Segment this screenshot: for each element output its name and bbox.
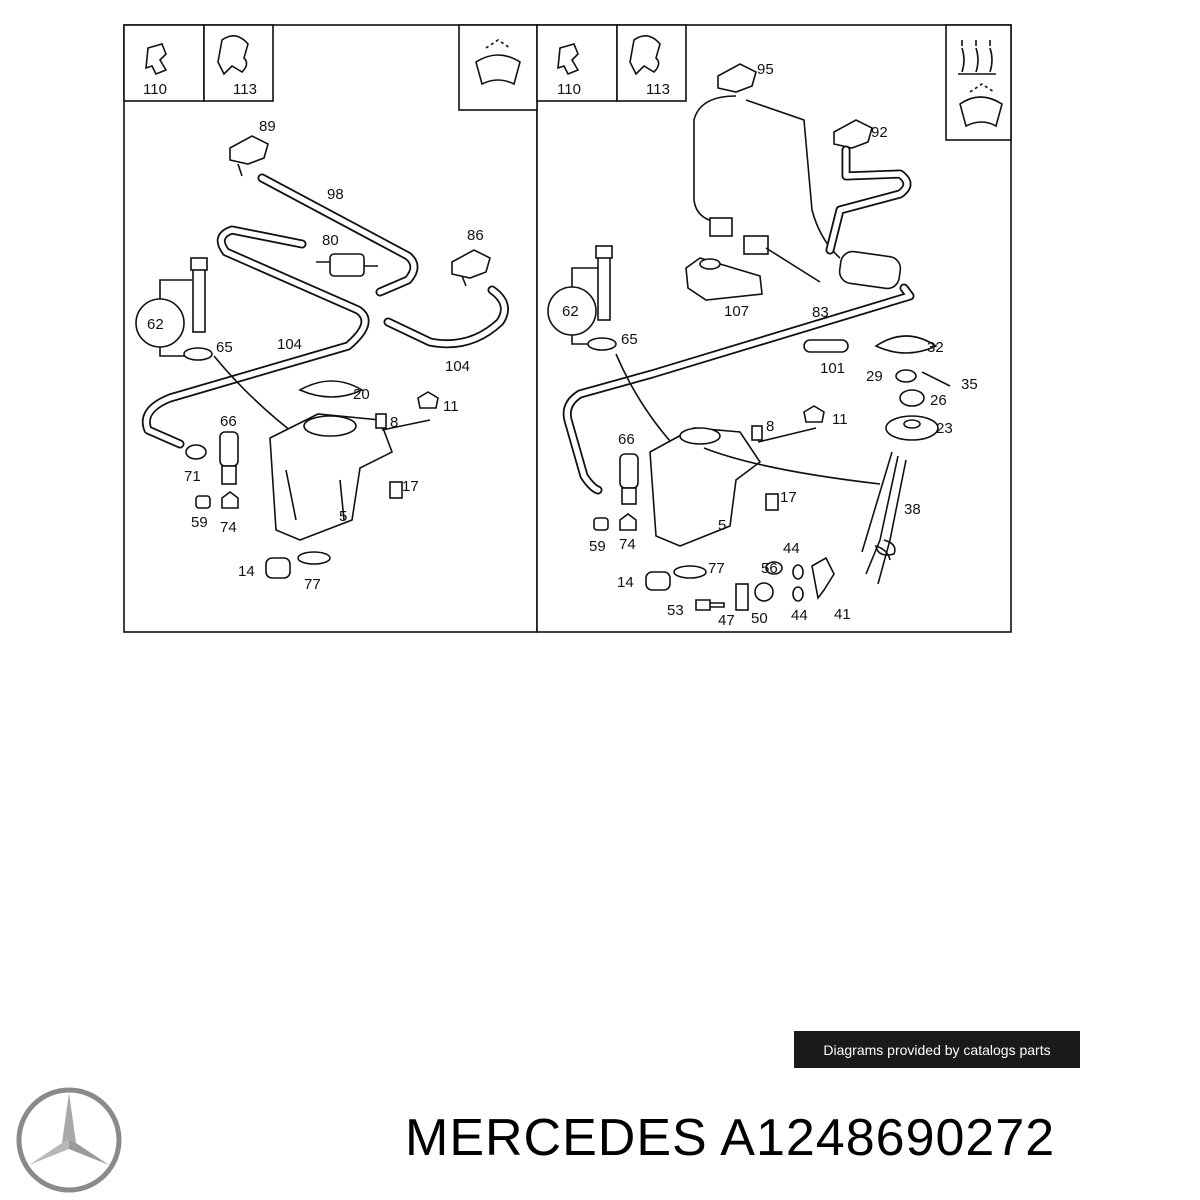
- left-callout-89: 89: [259, 118, 276, 135]
- right-callout-56: 56: [761, 560, 778, 577]
- left-callout-110: 110: [143, 81, 167, 98]
- left-callout-74: 74: [220, 519, 237, 536]
- left-callout-77: 77: [304, 576, 321, 593]
- right-callout-53: 53: [667, 602, 684, 619]
- right-callout-17: 17: [780, 489, 797, 506]
- right-callout-47: 47: [718, 612, 735, 629]
- right-callout-74: 74: [619, 536, 636, 553]
- left-callout-62: 62: [147, 316, 164, 333]
- right-callout-26: 26: [930, 392, 947, 409]
- right-callout-38: 38: [904, 501, 921, 518]
- windshield-wiper-icon: [475, 39, 521, 86]
- right-callout-110: 110: [557, 81, 581, 98]
- left-callout-104: 104: [445, 358, 470, 375]
- right-callout-14: 14: [617, 574, 634, 591]
- right-callout-41: 41: [834, 606, 851, 623]
- right-panel-art: [547, 63, 951, 611]
- right-callout-23: 23: [936, 420, 953, 437]
- right-header-boxes: [536, 24, 1012, 141]
- left-callout-14: 14: [238, 563, 255, 580]
- right-callout-11: 11: [832, 411, 848, 428]
- right-callout-92: 92: [871, 124, 888, 141]
- left-panel-art: [135, 135, 509, 579]
- brand-part-title: MERCEDES A1248690272: [405, 1109, 1056, 1167]
- right-callout-35: 35: [961, 376, 978, 393]
- right-callout-50: 50: [751, 610, 768, 627]
- left-panel-frame: [123, 24, 538, 633]
- right-callout-65: 65: [621, 331, 638, 348]
- left-header-boxes: [123, 24, 538, 111]
- right-callout-101: 101: [820, 360, 845, 377]
- right-callout-5: 5: [718, 517, 726, 534]
- right-callout-66: 66: [618, 431, 635, 448]
- right-callout-62: 62: [562, 303, 579, 320]
- headlamp-heat-icon: [958, 40, 996, 75]
- right-callout-59: 59: [589, 538, 606, 555]
- right-callout-29: 29: [866, 368, 883, 385]
- left-callout-59: 59: [191, 514, 208, 531]
- left-callout-98: 98: [327, 186, 344, 203]
- left-callout-17: 17: [402, 478, 419, 495]
- diagram-credit-banner: Diagrams provided by catalogs parts: [794, 1031, 1080, 1068]
- left-callout-20: 20: [353, 386, 370, 403]
- left-callout-11: 11: [443, 398, 459, 415]
- right-callout-77: 77: [708, 560, 725, 577]
- right-callout-113: 113: [646, 81, 670, 98]
- left-callout-5: 5: [339, 508, 347, 525]
- right-callout-107: 107: [724, 303, 749, 320]
- left-callout-104: 104: [277, 336, 302, 353]
- right-callout-44: 44: [791, 607, 808, 624]
- left-panel-labels: 110 113 89 98 80 86 62 65 104 104 20 8 11 66 71 59 74 5 17…: [143, 81, 484, 593]
- right-callout-83: 83: [812, 304, 829, 321]
- left-callout-8: 8: [390, 414, 398, 431]
- right-panel-labels: 110 113 95 92 107 62 65 83 32 101 29 35 26 8 11 23 66 17 3…: [557, 61, 978, 629]
- mercedes-star-icon: [16, 1087, 122, 1193]
- right-callout-32: 32: [927, 339, 944, 356]
- left-callout-113: 113: [233, 81, 257, 98]
- right-callout-8: 8: [766, 418, 774, 435]
- right-callout-44: 44: [783, 540, 800, 557]
- left-callout-65: 65: [216, 339, 233, 356]
- right-callout-95: 95: [757, 61, 774, 78]
- left-callout-71: 71: [184, 468, 201, 485]
- left-callout-66: 66: [220, 413, 237, 430]
- left-callout-86: 86: [467, 227, 484, 244]
- left-callout-80: 80: [322, 232, 339, 249]
- right-panel-frame: [536, 24, 1012, 633]
